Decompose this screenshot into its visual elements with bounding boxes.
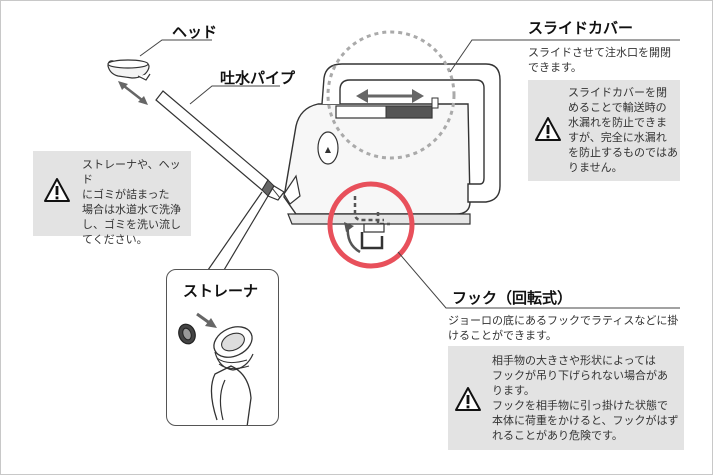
spout-pipe (155, 90, 285, 201)
slide-cover (335, 97, 439, 119)
warning-line: ります。 (492, 384, 535, 397)
warning-line: 水漏れを防止できま (568, 116, 667, 129)
hook-desc-line: けることができます。 (448, 329, 557, 342)
warning-line: し、ゴミを洗い流し (82, 218, 181, 231)
warning-line: ストレーナや、ヘッド (82, 158, 181, 186)
warning-line: れることがあり危険です。 (492, 429, 623, 442)
warning-line: 場合は水道水で洗浄 (82, 203, 181, 216)
head-leader-line (139, 39, 212, 57)
slide-cover-leader-line (449, 39, 680, 73)
can-body: ▲ (283, 63, 501, 225)
warning-triangle-icon (455, 387, 481, 411)
slide-cover-dashed-circle (326, 30, 456, 160)
label-slide-cover: スライドカバー (528, 19, 634, 37)
hook-leader-line (397, 251, 680, 309)
warning-line: りません。 (568, 161, 623, 174)
warning-line: すが、完全に水漏れ (568, 131, 667, 144)
warning-line: にゴミが詰まった (82, 188, 170, 201)
svg-text:▲: ▲ (325, 145, 332, 154)
slide-cover-description: スライドさせて注水口を開閉 できます。 (528, 45, 671, 75)
warning-line: フックが吊り下げられない場合があ (492, 369, 668, 382)
warning-box-strainer: ストレーナや、ヘッド にゴミが詰まった 場合は水道水で洗浄 し、ゴミを洗い流し … (33, 151, 191, 246)
spout-leader-line (189, 85, 280, 105)
warning-box-slide-cover: スライドカバーを閉 めることで輸送時の 水漏れを防止できま すが、完全に水漏れ … (528, 80, 680, 181)
label-spout-pipe: 吐水パイプ (220, 69, 296, 87)
label-strainer: ストレーナ (183, 282, 259, 300)
hook (353, 196, 390, 250)
head-rose (107, 59, 151, 81)
hook-rotation-arrow (344, 222, 361, 254)
warning-line: フックを相手物に引っ掛けた状態で (492, 399, 668, 412)
label-hook: フック（回転式） (452, 289, 573, 307)
warning-line: めることで輸送時の (568, 101, 667, 114)
strainer-leader-line-2 (207, 191, 263, 271)
warning-triangle-icon (44, 178, 70, 202)
warning-line: 本体に荷重をかけると、フックがはず (492, 414, 679, 427)
hook-desc-line: ジョーロの底にあるフックでラティスなどに掛 (448, 314, 679, 327)
warning-triangle-icon (535, 117, 561, 141)
warning-line: てください。 (82, 233, 148, 246)
warning-box-hook: 相手物の大きさや形状によっては フックが吊り下げられない場合があ ります。 フッ… (448, 346, 684, 450)
slide-direction-arrow (356, 89, 424, 103)
hook-highlight-circle (327, 181, 415, 269)
warning-line: スライドカバーを閉 (568, 86, 667, 99)
warning-line: 相手物の大きさや形状によっては (492, 354, 656, 367)
label-head: ヘッド (172, 23, 218, 41)
strainer-illustration (178, 312, 254, 425)
slide-cover-desc-line: スライドさせて注水口を開閉 (528, 46, 671, 59)
slide-cover-desc-line: できます。 (528, 61, 582, 74)
strainer-leader-line (223, 195, 269, 271)
warning-line: を防止するものではあ (568, 146, 678, 159)
hook-description: ジョーロの底にあるフックでラティスなどに掛 けることができます。 (448, 313, 678, 343)
strainer-inset: ストレーナ (166, 269, 279, 426)
head-attach-arrow (118, 81, 148, 105)
